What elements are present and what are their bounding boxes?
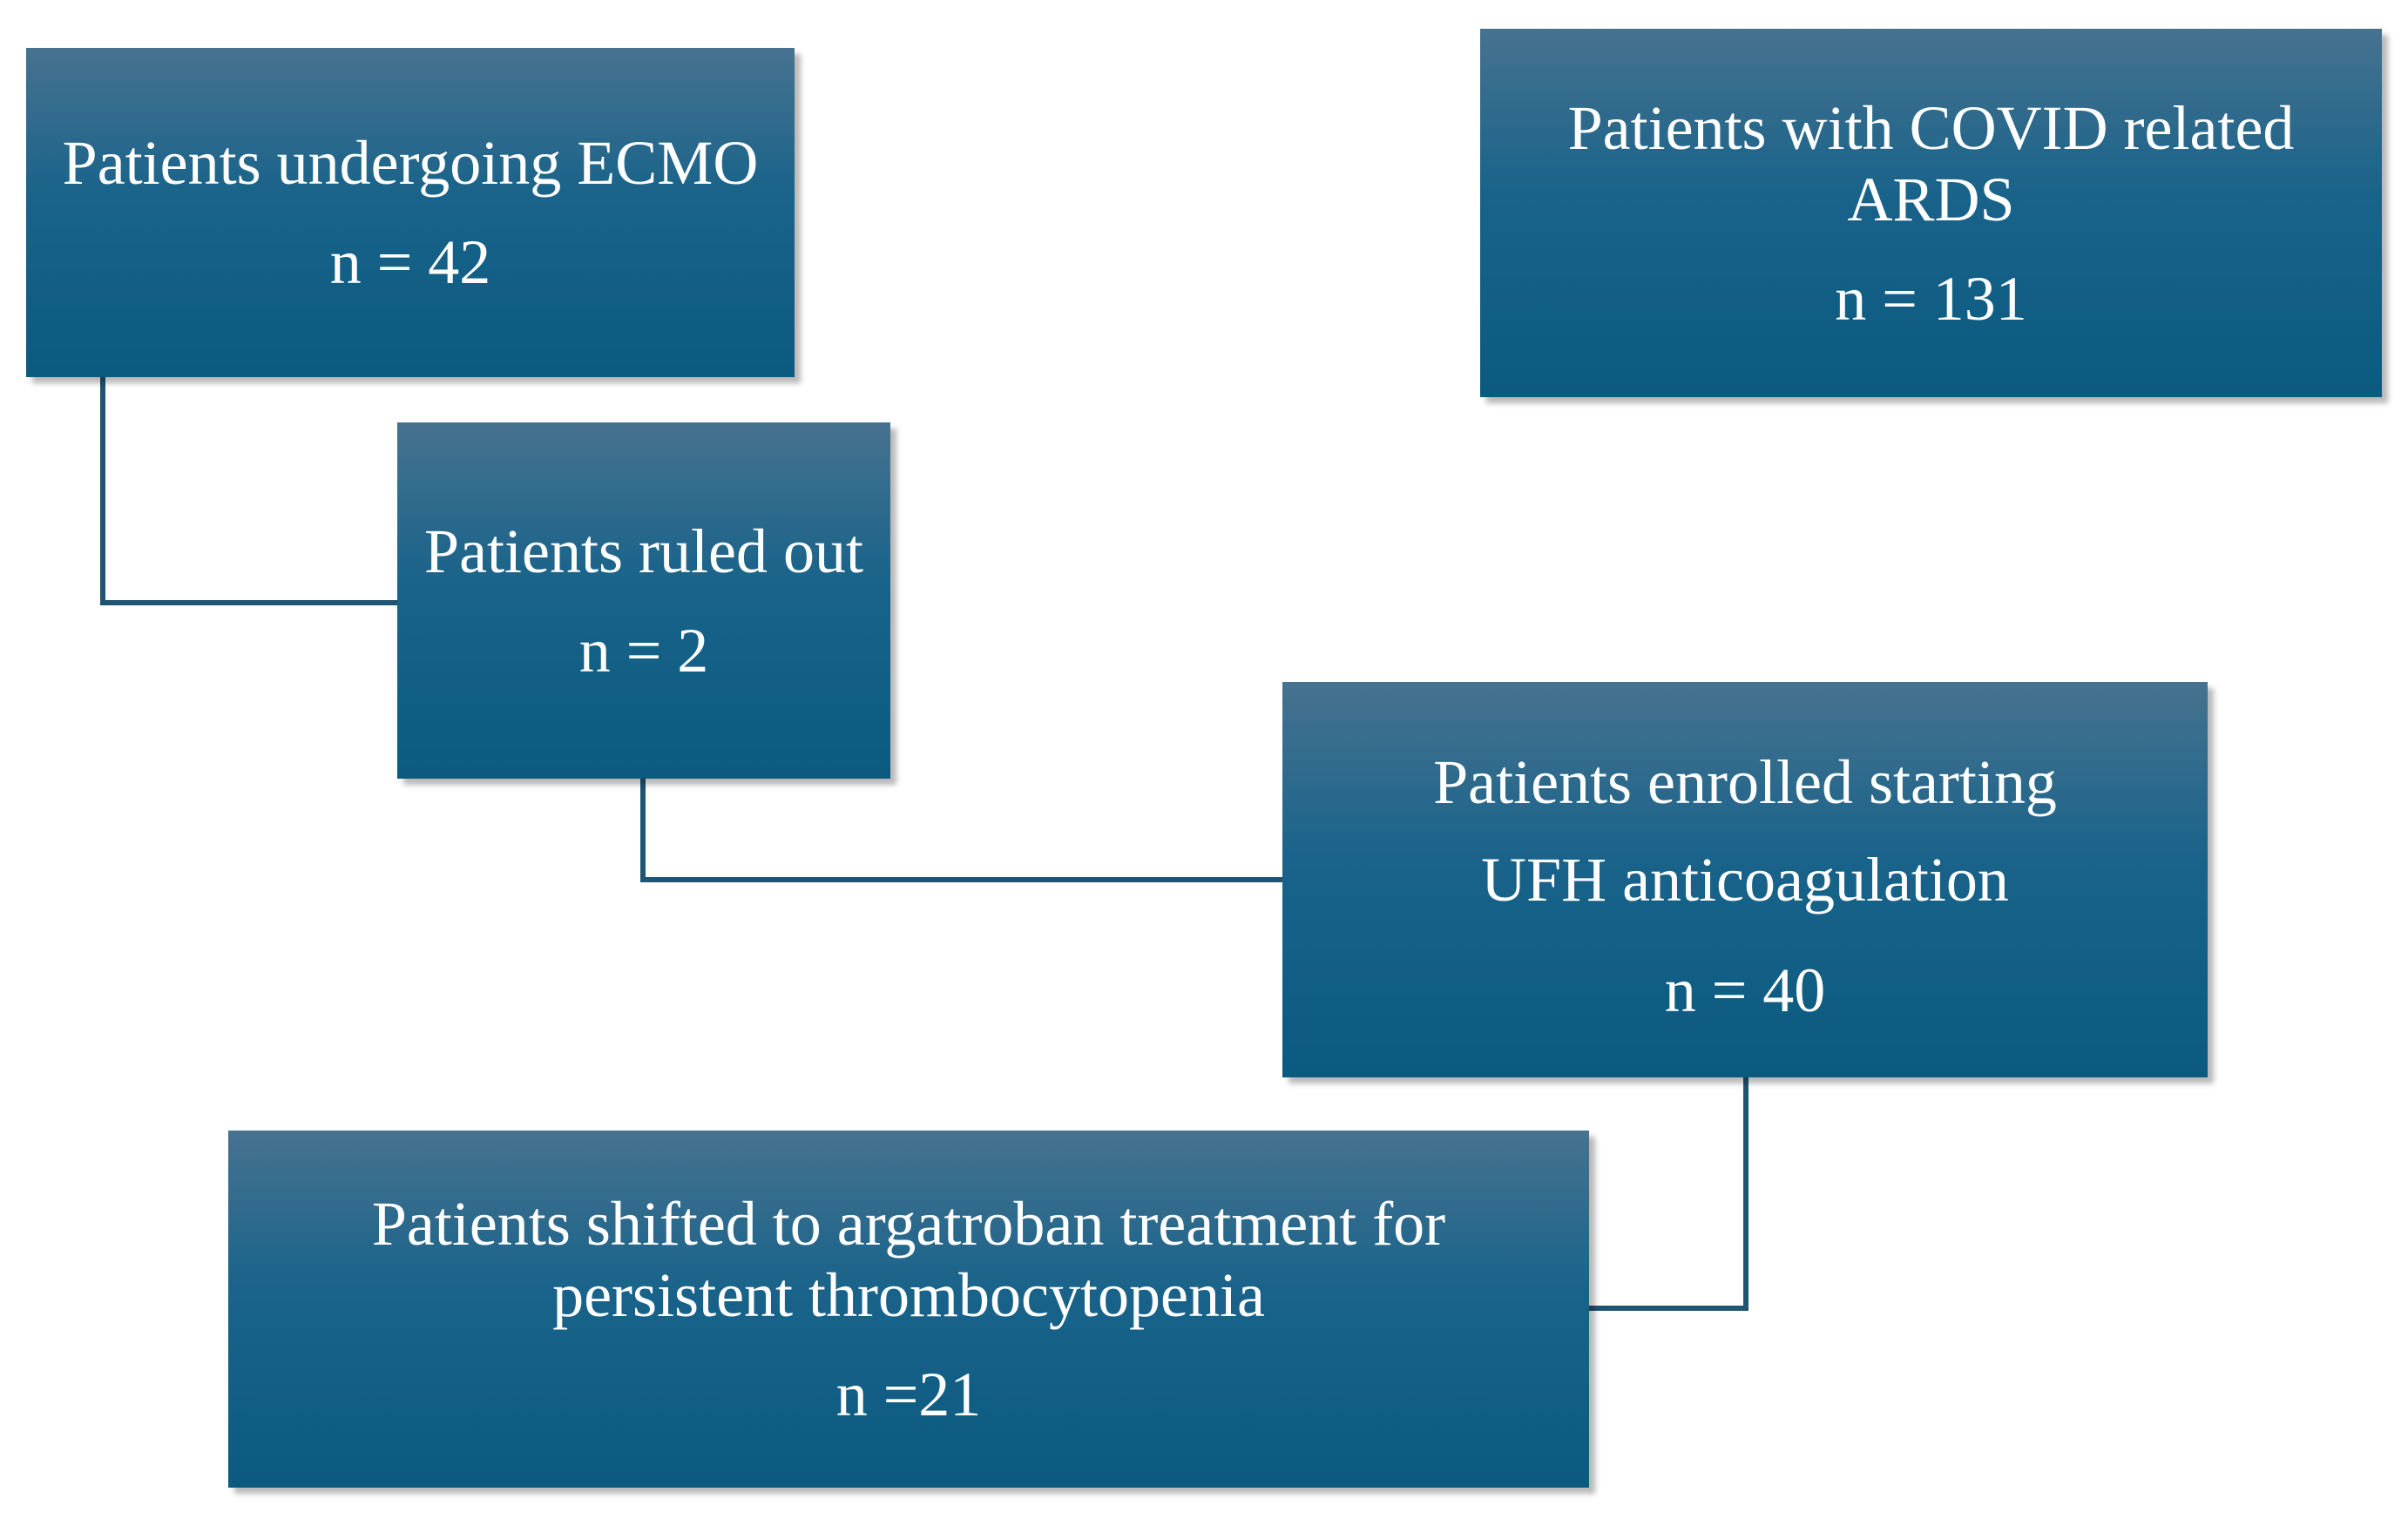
ruled-out-box: Patients ruled out n = 2 <box>397 422 890 779</box>
ecmo-box: Patients undergoing ECMO n = 42 <box>26 48 795 377</box>
ufh-count: n = 40 <box>1664 955 1826 1025</box>
ufh-box: Patients enrolled starting UFH anticoagu… <box>1282 682 2208 1077</box>
argatroban-count: n =21 <box>835 1360 982 1429</box>
ruled-out-label: Patients ruled out <box>424 516 863 586</box>
argatroban-box: Patients shifted to argatroban treatment… <box>228 1131 1589 1488</box>
ecmo-count: n = 42 <box>329 227 491 297</box>
covid-ards-label: Patients with COVID related ARDS <box>1567 92 2295 234</box>
ruled-out-count: n = 2 <box>578 615 709 685</box>
argatroban-label: Patients shifted to argatroban treatment… <box>371 1189 1446 1330</box>
connector-ruled-out-to-ufh <box>640 779 1282 882</box>
ecmo-label: Patients undergoing ECMO <box>62 128 759 198</box>
covid-ards-box: Patients with COVID related ARDS n = 131 <box>1480 29 2382 397</box>
ufh-label: Patients enrolled starting UFH anticoagu… <box>1433 747 2057 915</box>
covid-ards-count: n = 131 <box>1835 263 2027 334</box>
connector-ecmo-to-ruled-out <box>100 377 397 605</box>
connector-ufh-to-argatroban <box>1589 1077 1749 1311</box>
